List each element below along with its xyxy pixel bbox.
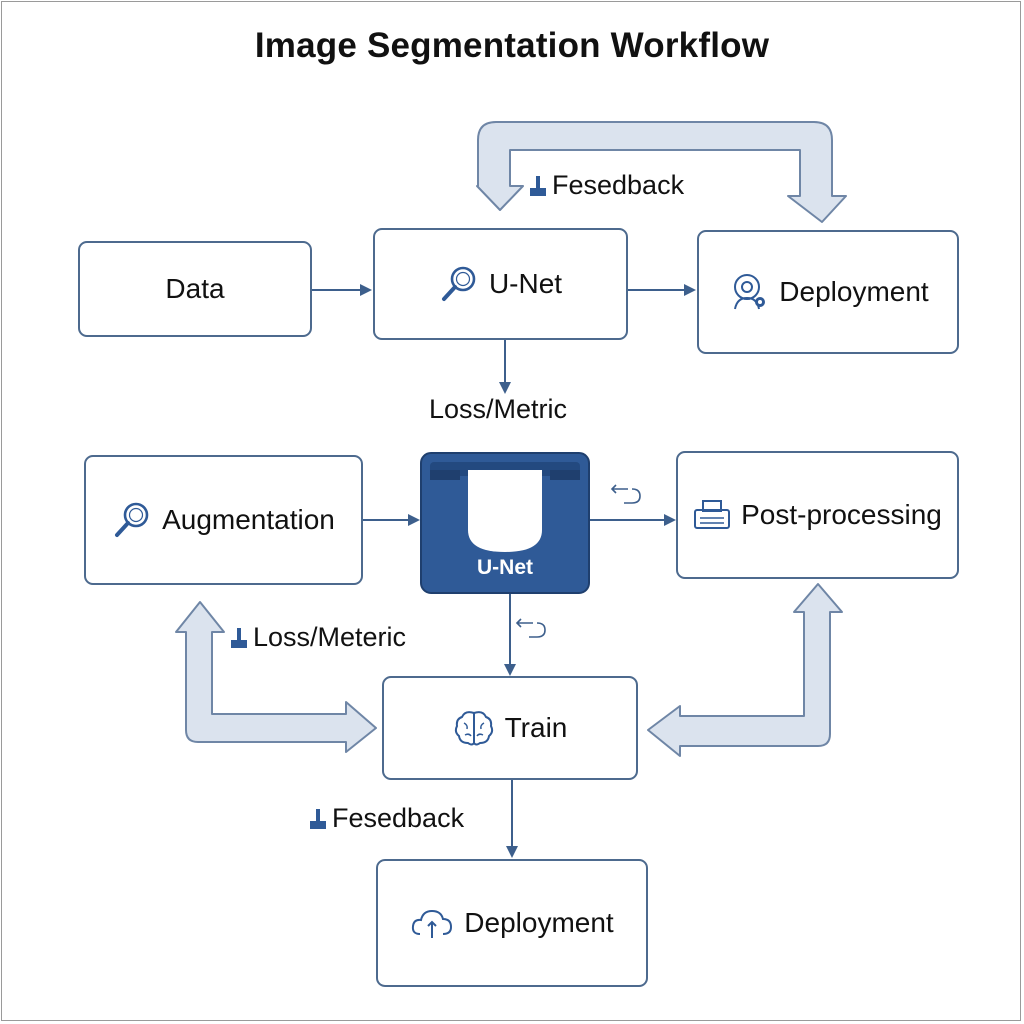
deployment-bottom-node[interactable]: Deployment [376, 859, 648, 987]
post-loop-arrow-right [647, 583, 843, 757]
feedback-label-top-text: Fesedback [552, 170, 685, 200]
train-node[interactable]: Train [382, 676, 638, 780]
feedback-label-bottom-text: Fesedback [332, 803, 465, 833]
loss-metric-label-top: Loss/Metric [429, 394, 567, 425]
train-label: Train [504, 712, 568, 743]
loss-metric-label-left: Loss/Meteric [229, 622, 406, 653]
data-node[interactable]: Data [78, 241, 312, 337]
loss-metric-label-top-text: Loss/Metric [429, 394, 568, 424]
post-processing-node[interactable]: Post-processing [676, 451, 959, 579]
deployment-bottom-label: Deployment [464, 907, 614, 938]
gear-person-icon [734, 274, 766, 310]
cloud-icon [412, 909, 453, 938]
unet-block-label: U-Net [477, 556, 533, 579]
deployment-top-node[interactable]: Deployment [697, 230, 959, 354]
feedback-label-bottom: Fesedback [308, 803, 464, 834]
pipe-icon [231, 627, 247, 648]
loop-arrow-icon [610, 484, 641, 504]
magnifier-icon [441, 266, 476, 301]
augmentation-node[interactable]: Augmentation [84, 455, 363, 585]
pipe-icon [310, 808, 326, 829]
unet-block[interactable] [420, 452, 590, 594]
feedback-loop-arrow-top [476, 121, 847, 223]
pipe-icon [530, 175, 546, 196]
unet-node[interactable]: U-Net [373, 228, 628, 340]
loss-loop-arrow-left [175, 601, 377, 753]
data-node-label: Data [165, 273, 225, 304]
post-processing-label: Post-processing [741, 499, 942, 530]
brain-icon [454, 711, 493, 746]
magnifier-icon [115, 502, 149, 537]
augmentation-label: Augmentation [162, 504, 335, 535]
unet-node-label: U-Net [488, 268, 563, 299]
printer-icon [694, 500, 731, 529]
deployment-top-label: Deployment [779, 276, 929, 307]
feedback-label-top: Fesedback [528, 170, 684, 201]
loss-metric-label-left-text: Loss/Meteric [253, 622, 407, 652]
diagram-title: Image Segmentation Workflow [254, 26, 770, 65]
loop-arrow-icon [515, 618, 546, 638]
